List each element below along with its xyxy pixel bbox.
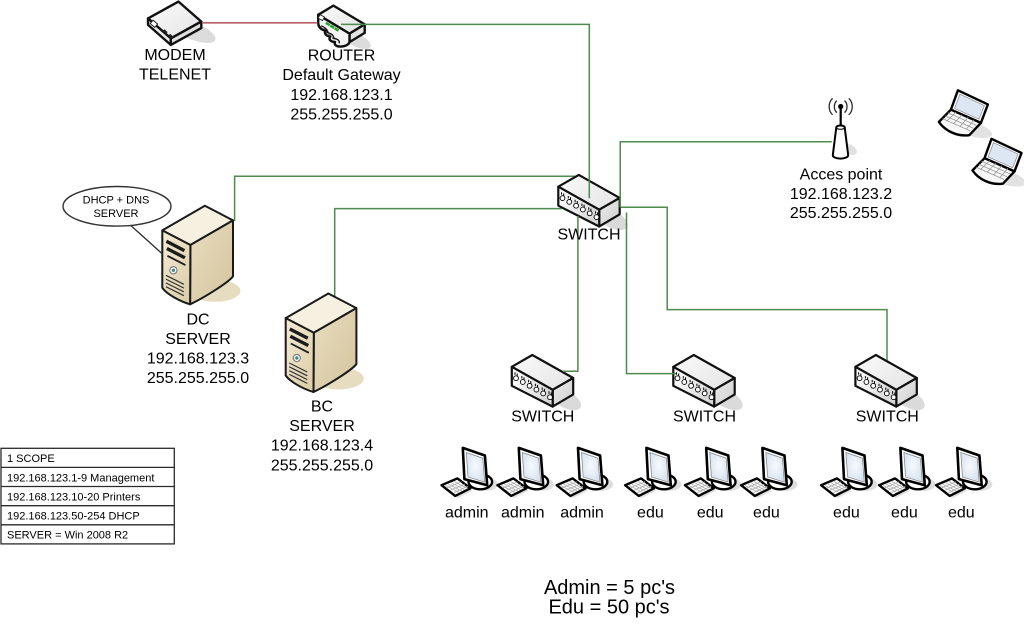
- svg-text:DC: DC: [186, 312, 209, 329]
- svg-text:admin: admin: [501, 505, 545, 522]
- svg-text:192.168.123.3: 192.168.123.3: [147, 350, 249, 367]
- svg-text:SERVER: SERVER: [289, 418, 355, 435]
- svg-text:192.168.123.10-20 Printers: 192.168.123.10-20 Printers: [7, 491, 141, 503]
- svg-text:edu: edu: [891, 505, 918, 522]
- svg-text:SWITCH: SWITCH: [511, 409, 574, 426]
- svg-text:ROUTER: ROUTER: [308, 48, 376, 65]
- svg-text:TELENET: TELENET: [139, 67, 211, 84]
- svg-text:SERVER: SERVER: [93, 208, 138, 220]
- svg-text:192.168.123.1: 192.168.123.1: [290, 87, 392, 104]
- svg-text:192.168.123.1-9 Management: 192.168.123.1-9 Management: [7, 472, 154, 484]
- svg-text:255.255.255.0: 255.255.255.0: [271, 457, 373, 474]
- svg-text:edu: edu: [948, 505, 975, 522]
- svg-text:edu: edu: [697, 505, 724, 522]
- svg-text:SWITCH: SWITCH: [856, 409, 919, 426]
- svg-text:MODEM: MODEM: [144, 47, 205, 64]
- svg-text:1 SCOPE: 1 SCOPE: [7, 453, 55, 465]
- svg-text:SWITCH: SWITCH: [673, 409, 736, 426]
- svg-text:edu: edu: [637, 505, 664, 522]
- svg-text:192.168.123.50-254 DHCP: 192.168.123.50-254 DHCP: [7, 511, 140, 523]
- svg-text:edu: edu: [753, 505, 780, 522]
- svg-text:255.255.255.0: 255.255.255.0: [290, 107, 392, 124]
- svg-text:255.255.255.0: 255.255.255.0: [790, 205, 892, 222]
- svg-text:SERVER = Win 2008 R2: SERVER = Win 2008 R2: [7, 530, 128, 542]
- svg-text:192.168.123.2: 192.168.123.2: [790, 186, 892, 203]
- svg-text:SWITCH: SWITCH: [557, 227, 620, 244]
- svg-text:BC: BC: [311, 398, 333, 415]
- svg-text:Edu = 50 pc's: Edu = 50 pc's: [548, 597, 669, 619]
- svg-text:Default Gateway: Default Gateway: [282, 67, 400, 84]
- svg-text:admin: admin: [560, 505, 604, 522]
- svg-text:edu: edu: [833, 505, 860, 522]
- svg-text:admin: admin: [445, 505, 489, 522]
- svg-text:SERVER: SERVER: [165, 331, 231, 348]
- svg-text:Acces point: Acces point: [800, 167, 883, 184]
- svg-text:255.255.255.0: 255.255.255.0: [147, 370, 249, 387]
- svg-text:192.168.123.4: 192.168.123.4: [271, 438, 373, 455]
- svg-text:DHCP + DNS: DHCP + DNS: [83, 194, 150, 206]
- svg-text:Admin = 5 pc's: Admin = 5 pc's: [544, 577, 675, 599]
